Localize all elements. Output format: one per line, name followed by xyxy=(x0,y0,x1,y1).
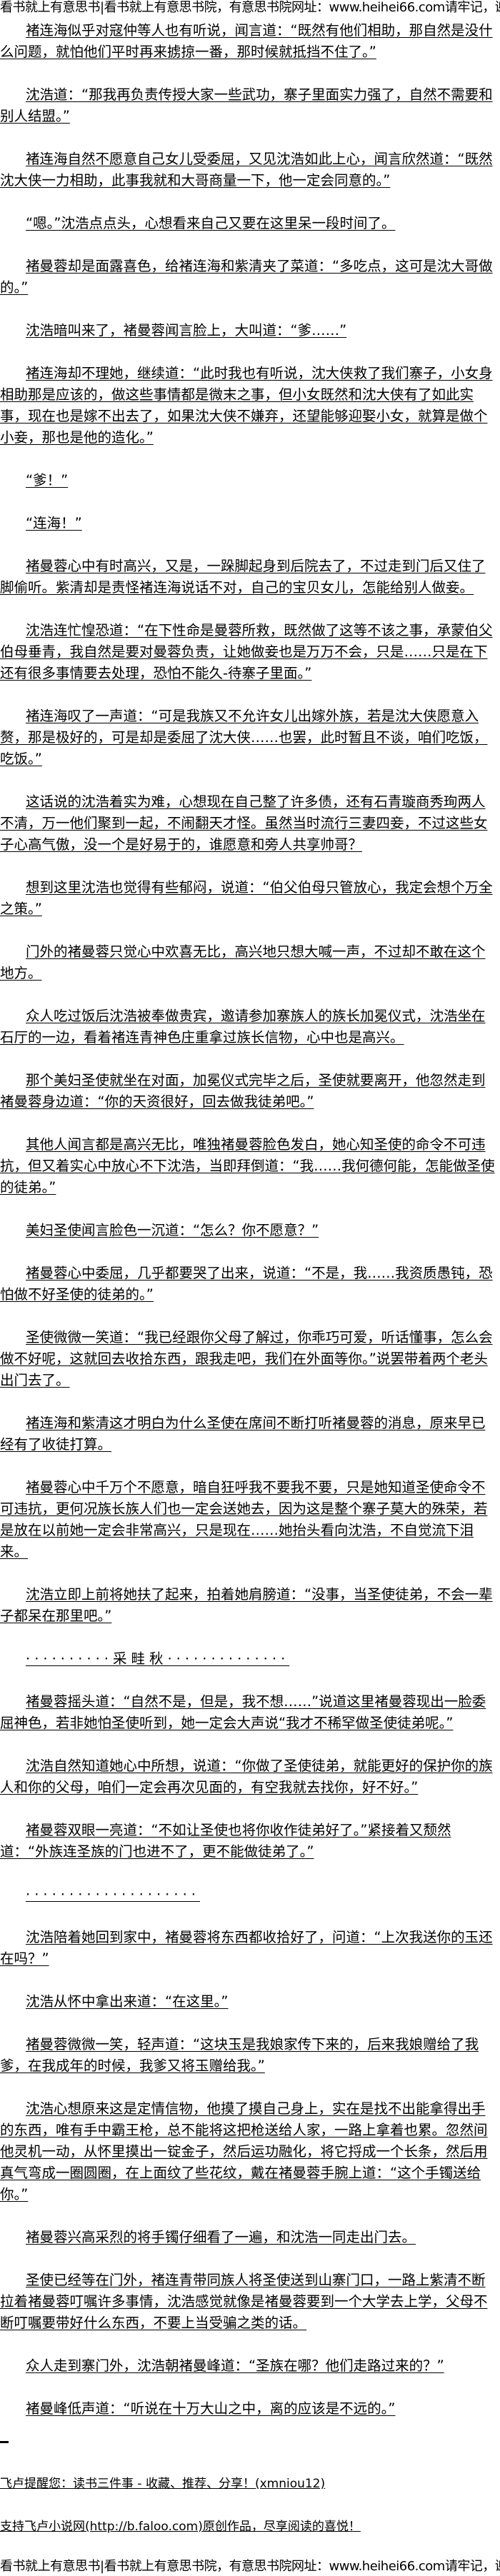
site-banner-bottom: 看书就上有意思书|看书就上有意思书院，有意思书院网址：www.heihei66.… xyxy=(0,2559,500,2574)
section-divider xyxy=(0,2441,9,2443)
paragraph: 褚曼蓉心中有时高兴，又是，一跺脚起身到后院去了，不过走到门后又住了脚偷听。紫清却… xyxy=(0,558,486,596)
paragraph: 褚曼蓉兴高采烈的将手镯仔细看了一遍，和沈浩一同走出门去。 xyxy=(26,2229,416,2245)
paragraph: 美妇圣使闻言脸色一沉道：“怎么？你不愿意？” xyxy=(26,1222,319,1238)
paragraph: “连海！” xyxy=(26,515,82,531)
paragraph: 褚曼蓉却是面露喜色，给褚连海和紫清夹了菜道：“多吃点，这可是沈大哥做的。” xyxy=(0,258,493,296)
paragraph: 褚连海似乎对寇仲等人也有听说，闻言道：“既然有他们相助，那自然是没什么问题，就怕… xyxy=(0,22,493,60)
paragraph: 褚连海和紫清这才明白为什么圣使在席间不断打听褚曼蓉的消息，原来早已经有了收徒打算… xyxy=(0,1415,486,1453)
chapter-content: 褚连海似乎对寇仲等人也有听说，闻言道：“既然有他们相助，那自然是没什么问题，就怕… xyxy=(0,20,499,2537)
paragraph: 沈浩自然知道她心中所想，说道：“你做了圣使徒弟，就能更好的保护你的族人和你的父母… xyxy=(0,1758,493,1795)
reminder-link[interactable]: 飞卢提醒您：读书三件事 - 收藏、推荐、分享！(xmniou12) xyxy=(0,2477,326,2491)
paragraph: 沈浩从怀中拿出来道：“在这里。” xyxy=(26,1993,229,2010)
paragraph: 褚曼蓉双眼一亮道：“不如让圣使也将你收作徒弟好了。”紧接着又颓然道：“外族连圣族… xyxy=(0,1822,451,1860)
paragraph: 褚连海叹了一声道：“可是我族又不允许女儿出嫁外族，若是沈大侠愿意入赘，那是极好的… xyxy=(0,708,488,767)
paragraph: 众人吃过饭后沈浩被奉做贵宾，邀请参加寨族人的族长加冕仪式，沈浩坐在石厅的一边，看… xyxy=(0,1008,486,1046)
paragraph: 褚曼蓉微微一笑，轻声道：“这块玉是我娘家传下来的，后来我娘赠给了我爹，在我成年的… xyxy=(0,2036,479,2074)
paragraph: 沈浩暗叫来了，褚曼蓉闻言脸上，大叫道：“爹……” xyxy=(26,322,347,339)
paragraph: “爹！” xyxy=(26,472,69,488)
paragraph: 沈浩道：“那我再负责传授大家一些武功，寨子里面实力强了，自然不需要和别人结盟。” xyxy=(0,86,493,124)
paragraph: 褚曼蓉摇头道：“自然不是，但是，我不想……”说道这里褚曼蓉现出一脸委屈神色，若非… xyxy=(0,1693,486,1731)
faloo-support-link[interactable]: 支持飞卢小说网(http://b.faloo.com)原创作品，尽享阅读的喜悦！ xyxy=(0,2520,361,2534)
watermark-dots-line: ··········采畦秋·············· xyxy=(26,1650,290,1667)
paragraph: 这话说的沈浩着实为难，心想现在自己整了许多债，还有石青璇商秀珣两人不清，万一他们… xyxy=(0,793,488,853)
paragraph: 圣使已经等在门外，褚连青带同族人将圣使送到山寨门口，一路上紫清不断拉着褚曼蓉叮嘱… xyxy=(0,2272,488,2331)
paragraph: 其他人闻言都是高兴无比，唯独褚曼蓉脸色发白，她心知圣使的命令不可违抗，但又着实心… xyxy=(0,1136,495,1196)
paragraph: 褚曼峰低声道：“听说在十万大山之中，离的应该是不远的。” xyxy=(26,2400,396,2417)
paragraph: 沈浩陪着她回到家中，褚曼蓉将东西都收拾好了，问道：“上次我送你的玉还在吗？” xyxy=(0,1929,493,1967)
paragraph: 褚曼蓉心中委屈，几乎都要哭了出来，说道：“不是，我……我资质愚钝，恐怕做不好圣使… xyxy=(0,1265,493,1303)
paragraph: 那个美妇圣使就坐在对面，加冕仪式完毕之后，圣使就要离开，他忽然走到褚曼蓉身边道：… xyxy=(0,1072,486,1110)
paragraph: 沈浩连忙惶恐道：“在下性命是曼蓉所救，既然做了这等不该之事，承蒙伯父伯母垂青，我… xyxy=(0,622,493,681)
paragraph: 沈浩心想原来这是定情信物，他摸了摸自己身上，实在是找不出能拿得出手的东西，唯有手… xyxy=(0,2100,488,2202)
paragraph: 众人走到寨门外，沈浩朝褚曼峰道：“圣族在哪？他们走路过来的？” xyxy=(26,2357,444,2374)
site-banner-top: 看书就上有意思书|看书就上有意思书院，有意思书院网址：www.heihei66.… xyxy=(0,0,500,15)
paragraph: 沈浩立即上前将她扶了起来，拍着她肩膀道：“没事，当圣使徒弟，不会一辈子都呆在那里… xyxy=(0,1586,493,1624)
dots-separator-line: ···················· xyxy=(26,1886,200,1903)
paragraph: 褚连海自然不愿意自己女儿受委屈，又见沈浩如此上心，闻言欣然道：“既然沈大侠一力相… xyxy=(0,151,493,189)
paragraph: 圣使微微一笑道：“我已经跟你父母了解过，你乖巧可爱，听话懂事，怎么会做不好呢，这… xyxy=(0,1329,493,1388)
paragraph: 想到这里沈浩也觉得有些郁闷，说道：“伯父伯母只管放心，我定会想个万全之策。” xyxy=(0,879,493,917)
paragraph: 门外的褚曼蓉只觉心中欢喜无比，高兴地只想大喊一声，不过却不敢在这个地方。 xyxy=(0,943,486,981)
paragraph: “嗯。”沈浩点点头，心想看来自己又要在这里呆一段时间了。 xyxy=(26,215,396,231)
paragraph: 褚曼蓉心中千万个不愿意，暗自狂呼我不要我不要，只是她知道圣使命令不可违抗，更何况… xyxy=(0,1479,488,1560)
paragraph: 褚连海却不理她，继续道：“此时我也有听说，沈大侠救了我们寨子，小女身相助那是应该… xyxy=(0,365,493,446)
